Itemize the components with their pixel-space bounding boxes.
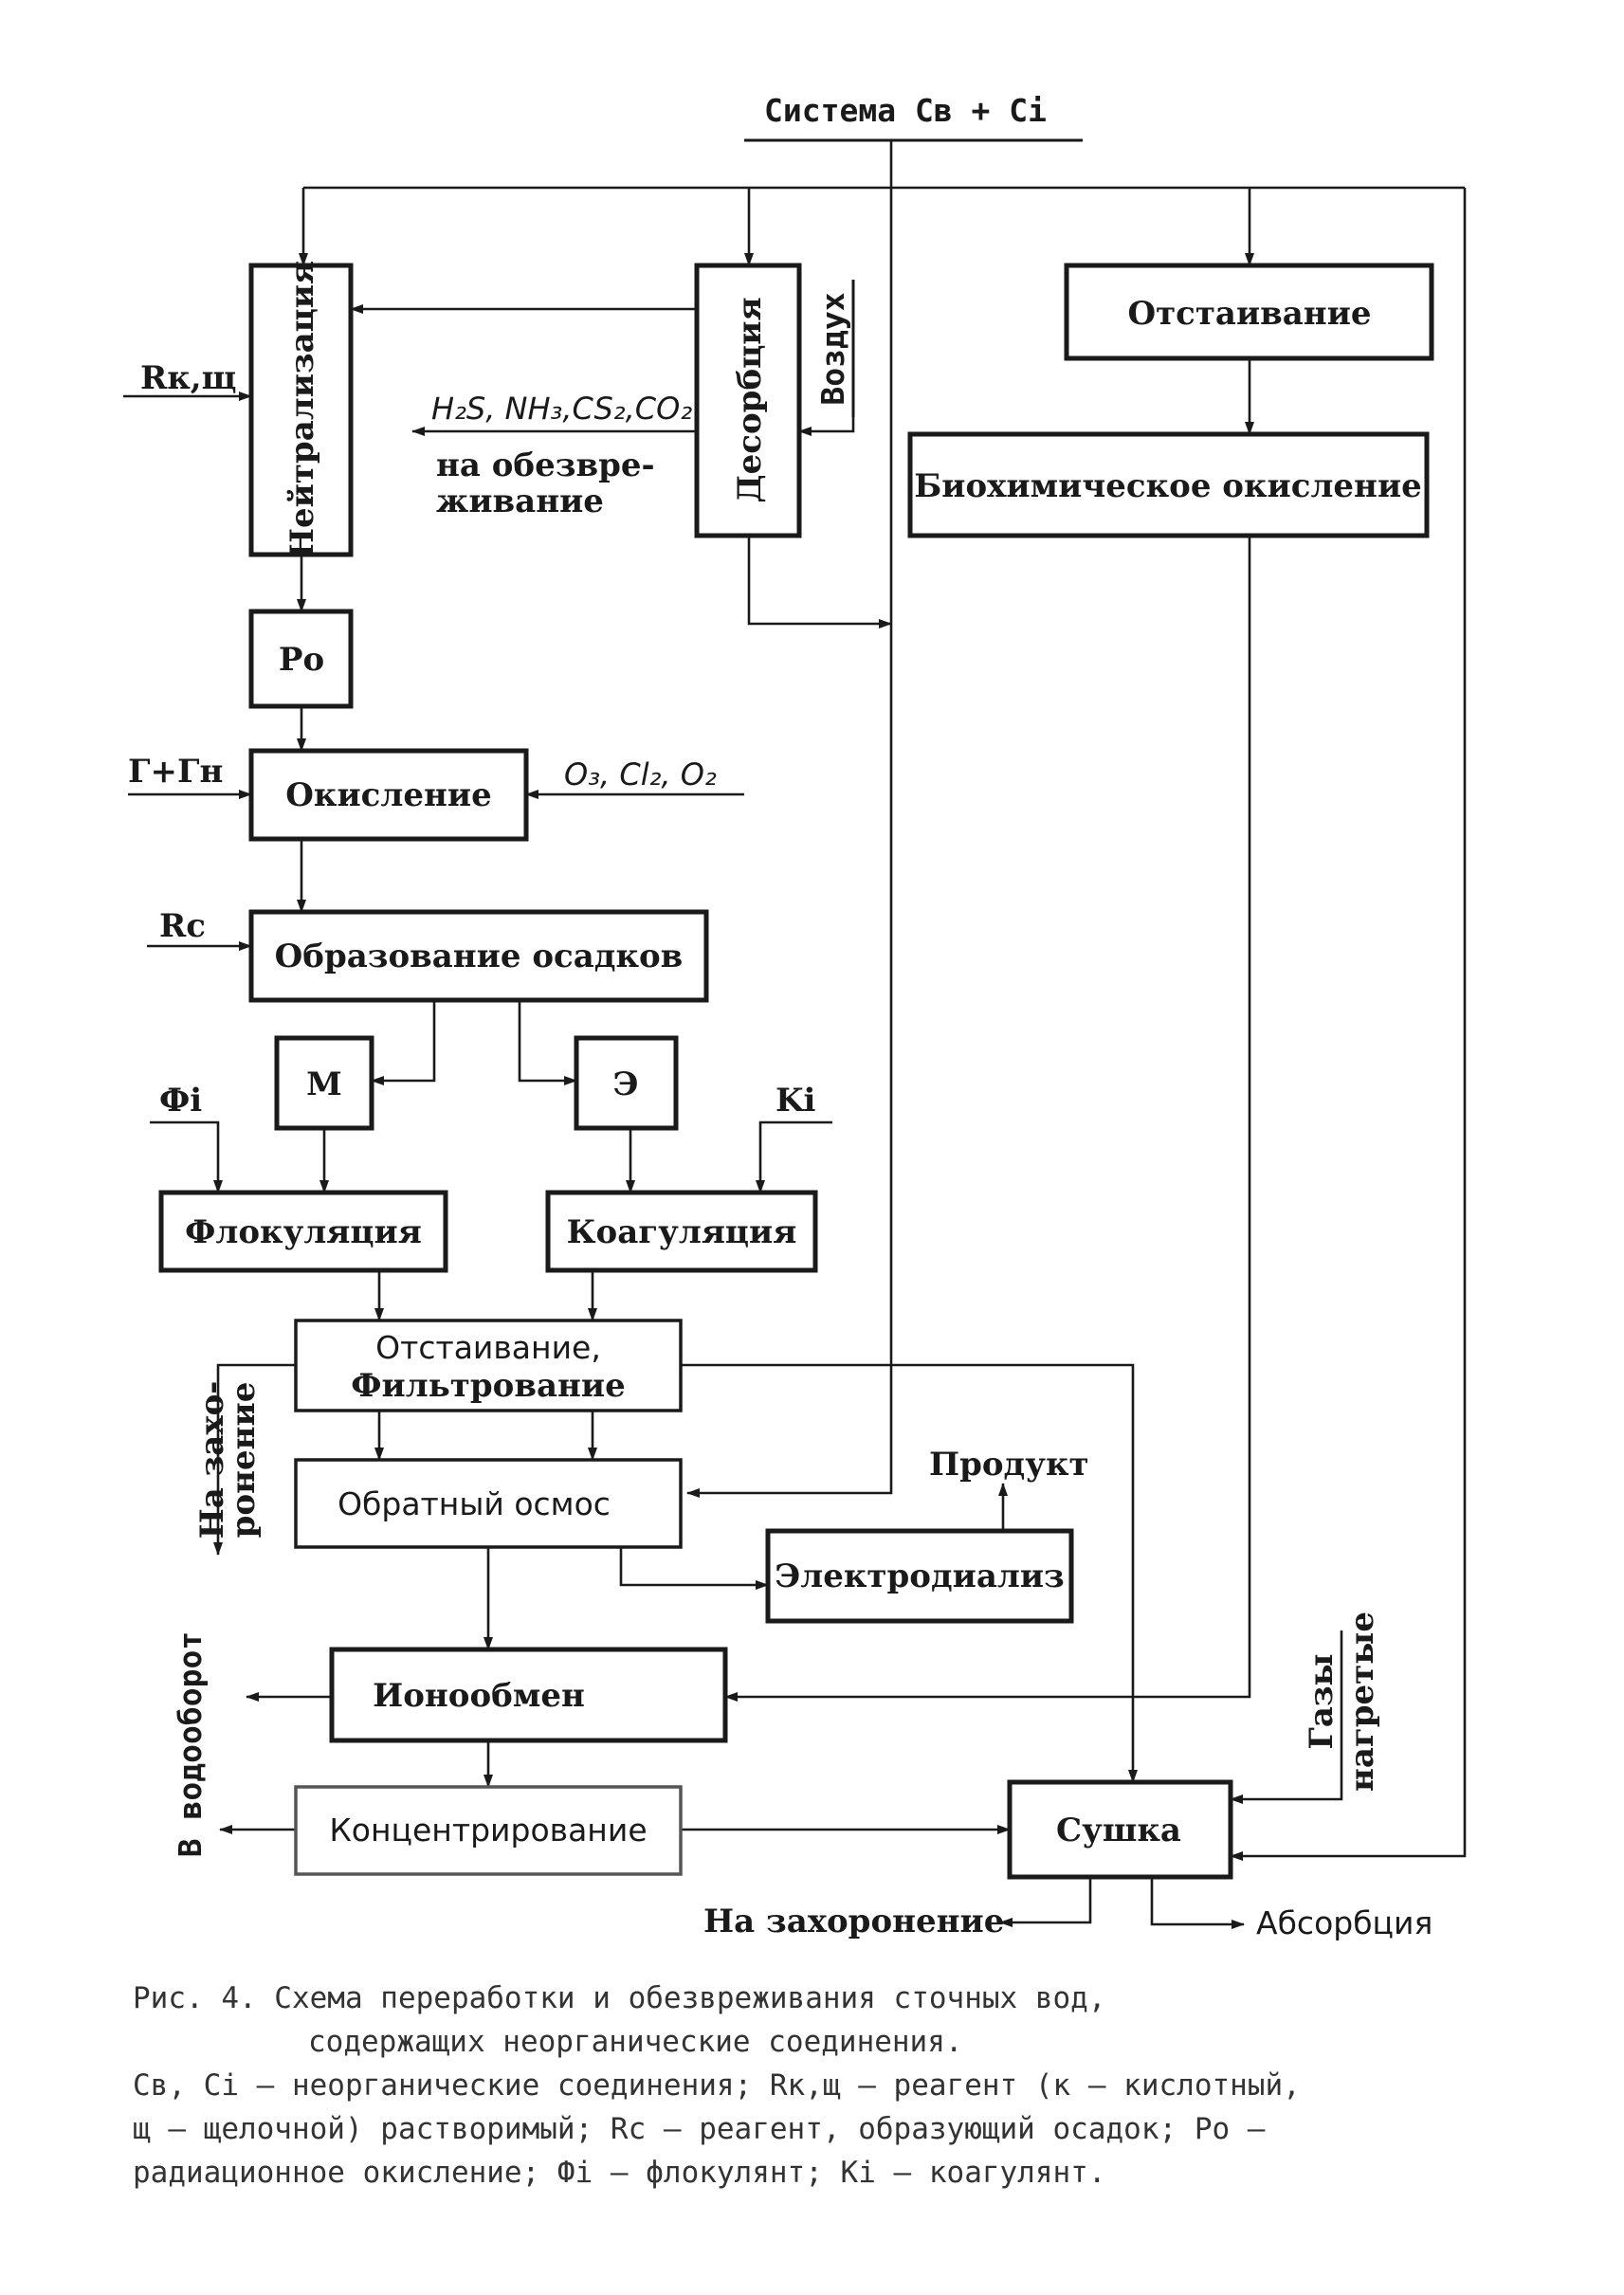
node-flocculation: Флокуляция xyxy=(158,1190,448,1273)
node-biochem-label: Биохимическое окисление xyxy=(914,467,1422,505)
caption-line-3: Св, Сi – неорганические соединения; Rк,щ… xyxy=(133,2068,1301,2103)
label-reagent-kshch: Rк,щ xyxy=(140,359,236,397)
diagram-title: Система Св + Сi xyxy=(764,92,1047,129)
flow-lines xyxy=(123,140,1467,1929)
node-e: Э xyxy=(574,1035,679,1131)
node-coagulation-label: Коагуляция xyxy=(567,1213,797,1251)
label-burial-left-1: На захо- xyxy=(193,1381,231,1539)
node-oxidation-label: Окисление xyxy=(285,776,491,814)
node-ion-exchange: Ионообмен xyxy=(329,1647,728,1743)
node-settling-filter-label-2: Фильтрование xyxy=(351,1367,625,1405)
label-phi: Фi xyxy=(159,1082,202,1120)
label-product: Продукт xyxy=(929,1446,1089,1484)
node-concentration-label: Концентрирование xyxy=(329,1812,647,1849)
label-water-recycle: В водооборот xyxy=(172,1631,209,1857)
node-reverse-osmosis-label: Обратный осмос xyxy=(338,1485,611,1522)
label-oxidants: O₃, Cl₂, O₂ xyxy=(564,756,717,792)
node-settling-top: Отстаивание xyxy=(1064,263,1434,361)
node-ro-label: Ро xyxy=(279,641,324,679)
node-electrodialysis-label: Электродиализ xyxy=(775,1557,1065,1595)
node-biochem: Биохимическое окисление xyxy=(907,431,1430,538)
node-ion-exchange-label: Ионообмен xyxy=(373,1677,585,1715)
node-m: М xyxy=(274,1035,374,1131)
caption-line-1: Рис. 4. Схема переработки и обезвреживан… xyxy=(133,1981,1106,2015)
node-precipitation-label: Образование осадков xyxy=(275,938,684,975)
node-m-label: М xyxy=(306,1066,342,1103)
node-concentration: Концентрирование xyxy=(294,1785,683,1876)
node-drying: Сушка xyxy=(1007,1779,1233,1880)
label-rc: Rс xyxy=(159,907,206,945)
label-hot-gases-1: Газы xyxy=(1303,1653,1341,1749)
node-coagulation: Коагуляция xyxy=(545,1190,818,1273)
node-ro: Ро xyxy=(248,609,354,709)
caption-line-4: щ – щелочной) растворимый; Rс – реагент,… xyxy=(133,2112,1266,2146)
node-settling-top-label: Отстаивание xyxy=(1127,295,1371,333)
label-ki: Ki xyxy=(776,1082,816,1120)
label-gases: H₂S, NH₃,CS₂,CO₂ xyxy=(431,391,692,427)
figure-caption: Рис. 4. Схема переработки и обезвреживан… xyxy=(133,1976,1498,2195)
label-hot-gases-2: нагретые xyxy=(1343,1612,1381,1792)
node-neutralization: Нейтрализация xyxy=(248,261,354,558)
node-neutralization-label: Нейтрализация xyxy=(283,261,321,558)
node-drying-label: Сушка xyxy=(1056,1812,1181,1849)
node-e-label: Э xyxy=(612,1066,638,1103)
node-flocculation-label: Флокуляция xyxy=(185,1213,422,1251)
node-settling-filter-label-1: Отстаивание, xyxy=(375,1329,601,1366)
caption-line-2: содержащих неорганические соединения. xyxy=(308,2025,963,2059)
node-oxidation: Окисление xyxy=(248,748,529,842)
node-settling-filter: Отстаивание, Фильтрование xyxy=(294,1319,683,1412)
label-burial-left-2: ронение xyxy=(225,1382,263,1539)
label-detox-2: живание xyxy=(436,483,604,520)
node-desorption: Десорбция xyxy=(694,263,802,538)
label-absorption: Абсорбция xyxy=(1256,1904,1432,1941)
node-desorption-label: Десорбция xyxy=(731,297,769,502)
caption-line-5: радиационное окисление; Фi – флокулянт; … xyxy=(133,2156,1106,2190)
node-precipitation: Образование осадков xyxy=(248,909,709,1003)
node-reverse-osmosis: Обратный осмос xyxy=(294,1458,683,1549)
label-detox-1: на обезвре- xyxy=(436,446,655,484)
label-burial-bottom: На захоронение xyxy=(703,1903,1004,1940)
label-air: Воздух xyxy=(814,292,851,405)
label-g-plus-gn: Г+Гн xyxy=(128,753,223,791)
node-electrodialysis: Электродиализ xyxy=(765,1528,1074,1624)
